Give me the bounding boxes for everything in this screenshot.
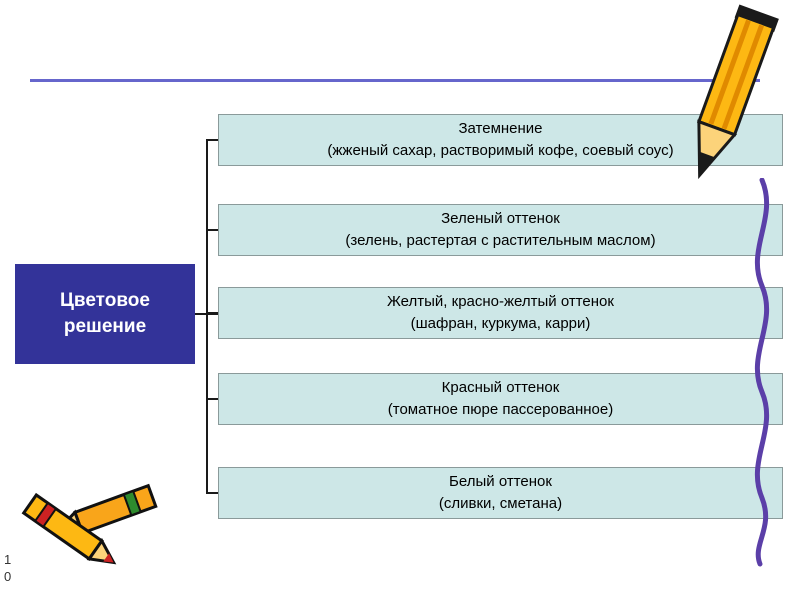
- flow-box-title: Зеленый оттенок: [441, 209, 560, 227]
- connector-stub: [206, 312, 218, 314]
- flow-box-subtitle: (зелень, растертая с растительным маслом…: [345, 232, 656, 249]
- flow-box-title: Белый оттенок: [449, 472, 552, 490]
- flow-box-title: Желтый, красно-желтый оттенок: [387, 292, 614, 310]
- flow-box-title: Затемнение: [458, 119, 543, 137]
- title-box: Цветовое решение: [15, 264, 195, 364]
- flow-box-subtitle: (жженый сахар, растворимый кофе, соевый …: [327, 142, 674, 159]
- page-number: 10: [4, 552, 12, 584]
- top-divider-rule: [30, 79, 760, 82]
- connector-stub: [206, 229, 218, 231]
- flow-box-green-tint: Зеленый оттенок (зелень, растертая с рас…: [218, 204, 783, 256]
- flow-box-darkening: Затемнение (жженый сахар, растворимый ко…: [218, 114, 783, 166]
- flow-box-yellow-tint: Желтый, красно-желтый оттенок (шафран, к…: [218, 287, 783, 339]
- flow-box-subtitle: (сливки, сметана): [438, 495, 563, 512]
- flow-box-white-tint: Белый оттенок (сливки, сметана): [218, 467, 783, 519]
- connector-stub: [206, 139, 218, 141]
- flow-box-subtitle: (томатное пюре пассерованное): [387, 401, 614, 418]
- connector-spine: [206, 140, 208, 493]
- connector-title-line: [195, 313, 218, 315]
- connector-stub: [206, 492, 218, 494]
- title-box-label: Цветовое решение: [60, 290, 150, 337]
- pencil-icon: [662, 0, 792, 200]
- wave-line-ornament: [742, 177, 786, 568]
- flow-box-red-tint: Красный оттенок (томатное пюре пассерова…: [218, 373, 783, 425]
- flow-box-subtitle: (шафран, куркума, карри): [410, 315, 591, 332]
- flow-box-title: Красный оттенок: [441, 378, 560, 396]
- connector-stub: [206, 398, 218, 400]
- crayons-icon: [2, 466, 172, 586]
